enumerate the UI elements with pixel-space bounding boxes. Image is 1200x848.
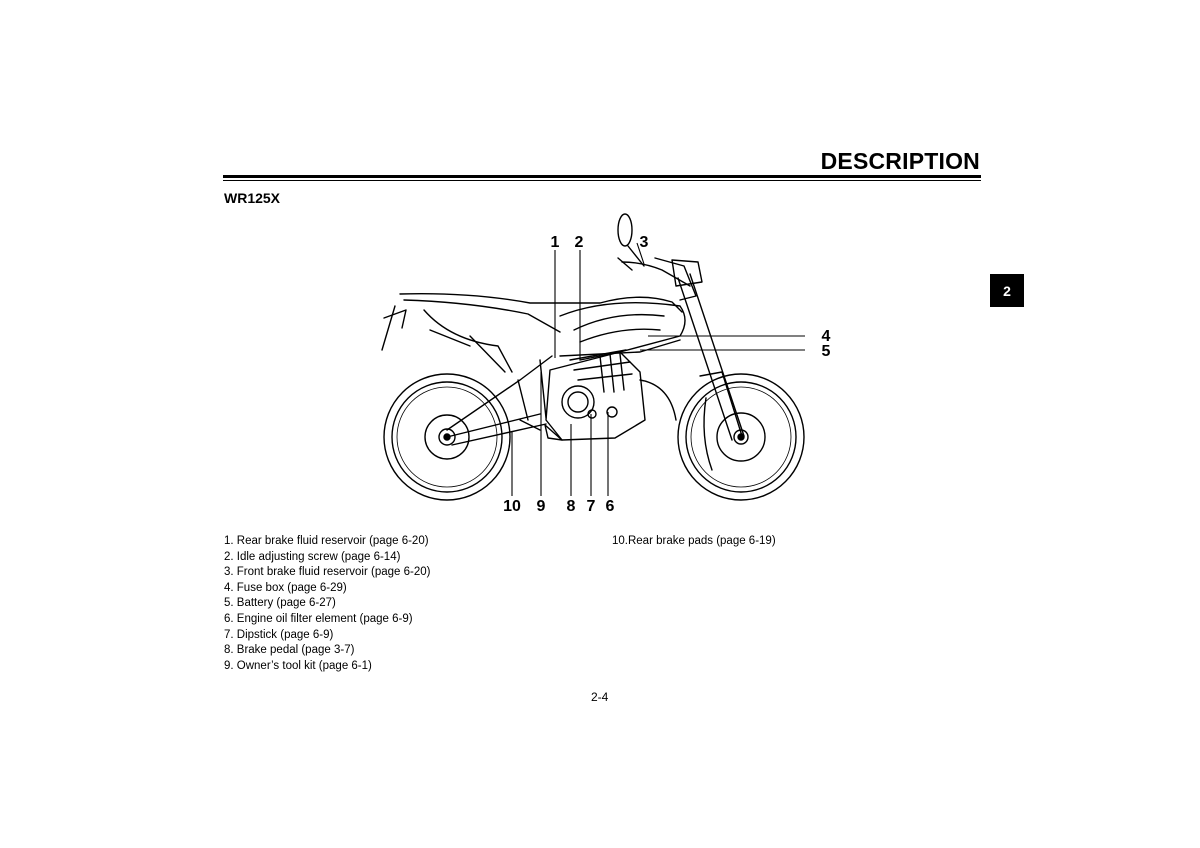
engine-drawing <box>519 349 677 441</box>
legend-item: 1. Rear brake fluid reservoir (page 6-20… <box>224 535 429 547</box>
callout-4: 4 <box>822 328 831 345</box>
callout-7: 7 <box>587 498 596 515</box>
legend-item: 9. Owner’s tool kit (page 6-1) <box>224 659 372 672</box>
chapter-tab: 2 <box>990 274 1024 307</box>
callout-1: 1 <box>551 234 560 251</box>
legend-item: 6. Engine oil filter element (page 6-9) <box>224 612 413 625</box>
callout-5: 5 <box>822 343 831 360</box>
callout-9: 9 <box>537 498 546 515</box>
header-rule-thick <box>223 175 981 178</box>
bodywork-drawing <box>381 292 686 373</box>
section-title: DESCRIPTION <box>820 148 980 174</box>
callout-6: 6 <box>606 498 615 515</box>
legend-item: 7. Dipstick (page 6-9) <box>224 628 334 641</box>
front-fork-drawing <box>671 259 745 441</box>
page-number: 2-4 <box>591 690 609 704</box>
callout-10: 10 <box>503 498 521 515</box>
callout-8: 8 <box>567 498 576 515</box>
legend-item: 2. Idle adjusting screw (page 6-14) <box>224 550 401 563</box>
legend-item: 10.Rear brake pads (page 6-19) <box>612 535 776 547</box>
legend-item: 8. Brake pedal (page 3-7) <box>224 644 355 657</box>
front-wheel-drawing <box>677 373 805 501</box>
leader-lines <box>511 242 805 496</box>
frame-drawing <box>446 339 681 446</box>
callout-2: 2 <box>575 234 584 251</box>
header-rule-thin <box>223 180 981 181</box>
handlebar-drawing <box>617 213 697 301</box>
legend-item: 5. Battery (page 6-27) <box>224 597 336 610</box>
legend-item: 4. Fuse box (page 6-29) <box>224 581 347 594</box>
model-name: WR125X <box>224 190 281 206</box>
legend-right-column: 10.Rear brake pads (page 6-19) <box>612 534 776 550</box>
rear-wheel-drawing <box>383 373 511 501</box>
callout-3: 3 <box>640 234 649 251</box>
legend-item: 3. Front brake fluid reservoir (page 6-2… <box>224 566 431 579</box>
legend-left-column: 1. Rear brake fluid reservoir (page 6-20… <box>224 534 430 674</box>
